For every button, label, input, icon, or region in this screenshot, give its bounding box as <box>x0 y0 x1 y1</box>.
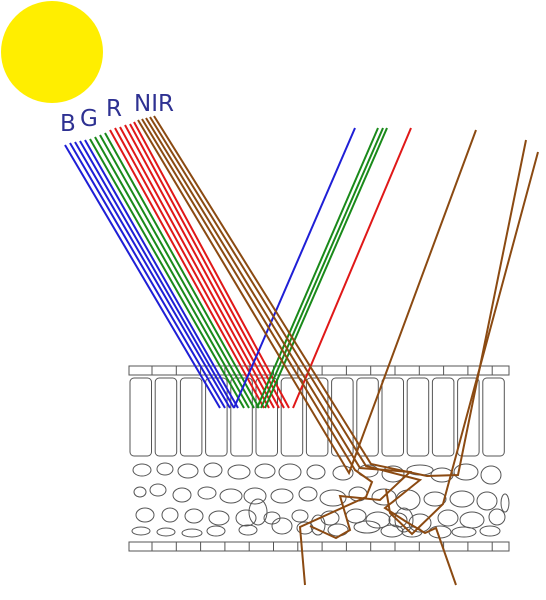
spongy-cell <box>254 463 276 479</box>
spongy-cell <box>271 517 293 535</box>
light-rays <box>64 115 539 586</box>
spongy-cell <box>319 489 347 507</box>
palisade-cell <box>482 377 505 457</box>
palisade-cell <box>331 377 354 457</box>
spongy-cell <box>388 512 408 528</box>
spongy-cell <box>181 528 203 538</box>
nir-ray-scattered <box>145 117 413 540</box>
blue-ray-incoming <box>64 144 221 409</box>
green-ray-reflected <box>256 127 379 409</box>
spongy-cell <box>206 525 226 537</box>
spongy-cell <box>380 524 404 538</box>
nir-ray-reflected <box>385 151 539 536</box>
blue-ray-incoming <box>84 139 239 409</box>
spongy-cell <box>395 489 421 511</box>
spongy-cell <box>133 486 147 498</box>
spongy-cell <box>423 491 447 507</box>
blue-ray-incoming <box>74 141 231 409</box>
spongy-cell <box>149 483 167 497</box>
red-ray-incoming <box>133 121 290 409</box>
palisade-cell <box>406 377 430 457</box>
spongy-cell <box>227 464 251 480</box>
blue-ray-reflected <box>233 127 356 409</box>
spongy-cell <box>156 527 176 537</box>
spongy-cell <box>459 511 485 529</box>
palisade-cell <box>356 377 379 457</box>
spongy-cell <box>156 462 174 476</box>
label-b: B <box>60 111 76 137</box>
leaf-cross-section <box>128 365 510 552</box>
green-ray-incoming <box>104 132 260 409</box>
nir-ray-transmitted <box>141 118 374 586</box>
palisade-cell <box>179 377 203 457</box>
spongy-cell <box>451 526 477 538</box>
spongy-cell <box>310 514 326 536</box>
spongy-cell <box>381 465 405 483</box>
spongy-cell <box>298 486 318 502</box>
spongy-cell <box>479 525 501 537</box>
spongy-cell <box>476 491 498 511</box>
spongy-cell <box>248 498 268 526</box>
spongy-cell <box>365 511 391 529</box>
spongy-cell <box>208 510 230 526</box>
spongy-cell <box>394 507 414 533</box>
spongy-cell <box>172 487 192 503</box>
red-ray-incoming <box>129 123 285 409</box>
spongy-cell <box>132 463 152 477</box>
spongy-cell <box>332 465 354 481</box>
palisade-cell <box>154 377 178 457</box>
spongy-cell <box>243 487 267 505</box>
spongy-cell <box>270 488 294 504</box>
palisade-layer <box>129 377 505 457</box>
epidermis-outline <box>128 365 510 376</box>
spongy-cell <box>449 490 475 508</box>
blue-ray-incoming <box>69 142 226 409</box>
red-ray-reflected <box>292 127 412 409</box>
red-ray-incoming <box>114 127 270 409</box>
spongy-cell <box>203 462 223 478</box>
blue-ray-incoming <box>79 140 235 409</box>
green-ray-incoming <box>94 136 250 409</box>
green-ray-reflected <box>264 127 388 409</box>
upper-epidermis <box>128 365 510 376</box>
spongy-cell <box>135 507 155 523</box>
spongy-cell <box>428 525 452 539</box>
palisade-cell <box>381 377 404 457</box>
palisade-cell <box>457 377 480 457</box>
spongy-cell <box>278 463 302 481</box>
red-ray-incoming <box>119 126 275 409</box>
green-ray-incoming <box>89 138 245 409</box>
spongy-cell <box>327 523 349 537</box>
palisade-cell <box>431 377 455 457</box>
spongy-cell <box>488 508 506 526</box>
label-g: G <box>80 106 98 132</box>
spongy-cell <box>500 493 510 513</box>
nir-ray-transmitted <box>149 116 457 586</box>
spongy-cell <box>184 508 204 524</box>
red-ray-incoming <box>109 129 265 409</box>
spongy-cell <box>453 463 479 481</box>
lower-epidermis <box>128 541 510 552</box>
spongy-cell <box>306 464 326 480</box>
nir-ray-reflected <box>137 119 477 476</box>
spongy-cell <box>161 507 179 523</box>
spongy-cell <box>235 509 257 527</box>
spongy-cell <box>219 488 243 504</box>
palisade-cell <box>129 377 152 457</box>
spongy-cell <box>291 509 309 523</box>
label-r: R <box>106 96 122 122</box>
spongy-cell <box>353 520 381 534</box>
spongy-cell <box>437 509 459 527</box>
spongy-cell <box>131 526 151 536</box>
spongy-cell <box>197 486 217 500</box>
green-ray-incoming <box>99 134 255 409</box>
spongy-cell <box>177 463 199 479</box>
spongy-cell <box>480 465 502 485</box>
sun-icon <box>1 1 103 103</box>
epidermis-outline <box>128 541 510 552</box>
spongy-cell <box>238 524 258 536</box>
label-nir: NIR <box>134 91 174 117</box>
